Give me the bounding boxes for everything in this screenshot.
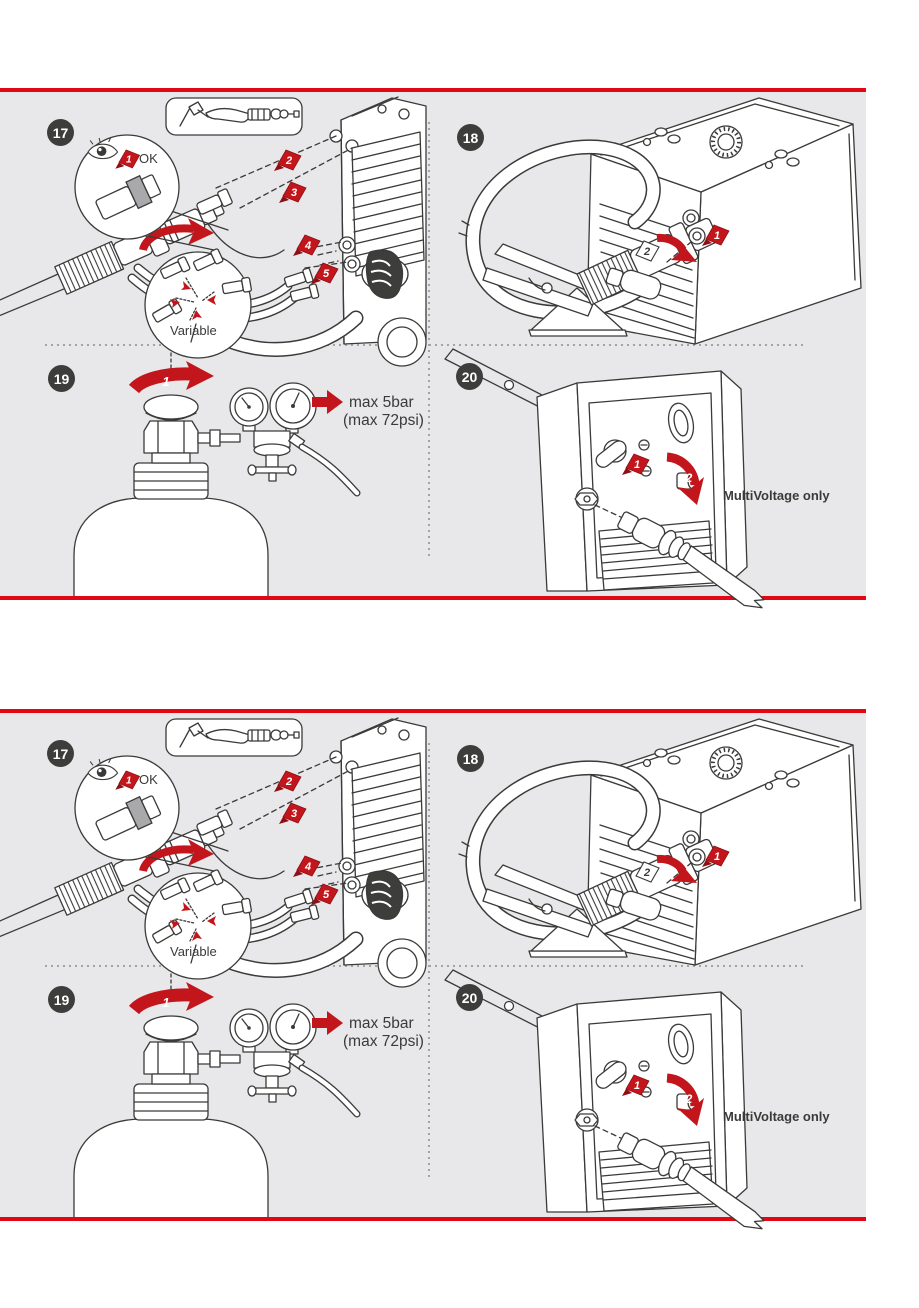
vertical-divider: [428, 743, 430, 1181]
vertical-divider: [428, 122, 430, 560]
step-20-cell: [429, 966, 866, 1217]
step-20-cell: [429, 345, 866, 596]
step-17-badge: 17: [47, 740, 74, 767]
step-20-badge: 20: [456, 363, 483, 390]
step-18-badge: 18: [457, 124, 484, 151]
step-18-cell: [429, 713, 866, 966]
step-19-badge: 19: [48, 365, 75, 392]
step-17-badge: 17: [47, 119, 74, 146]
instruction-section-bottom: 17 18 19 20: [0, 709, 866, 1221]
section-panel: 17 18 19 20: [0, 713, 866, 1217]
step-19-badge: 19: [48, 986, 75, 1013]
section-rule-bottom: [0, 1217, 866, 1221]
section-rule-top: [0, 88, 866, 92]
step-20-badge: 20: [456, 984, 483, 1011]
section-rule-top: [0, 709, 866, 713]
instruction-section-top: 17 18 19 20: [0, 88, 866, 600]
step-18-cell: [429, 92, 866, 345]
section-rule-bottom: [0, 596, 866, 600]
section-panel: 17 18 19 20: [0, 92, 866, 596]
step-18-badge: 18: [457, 745, 484, 772]
